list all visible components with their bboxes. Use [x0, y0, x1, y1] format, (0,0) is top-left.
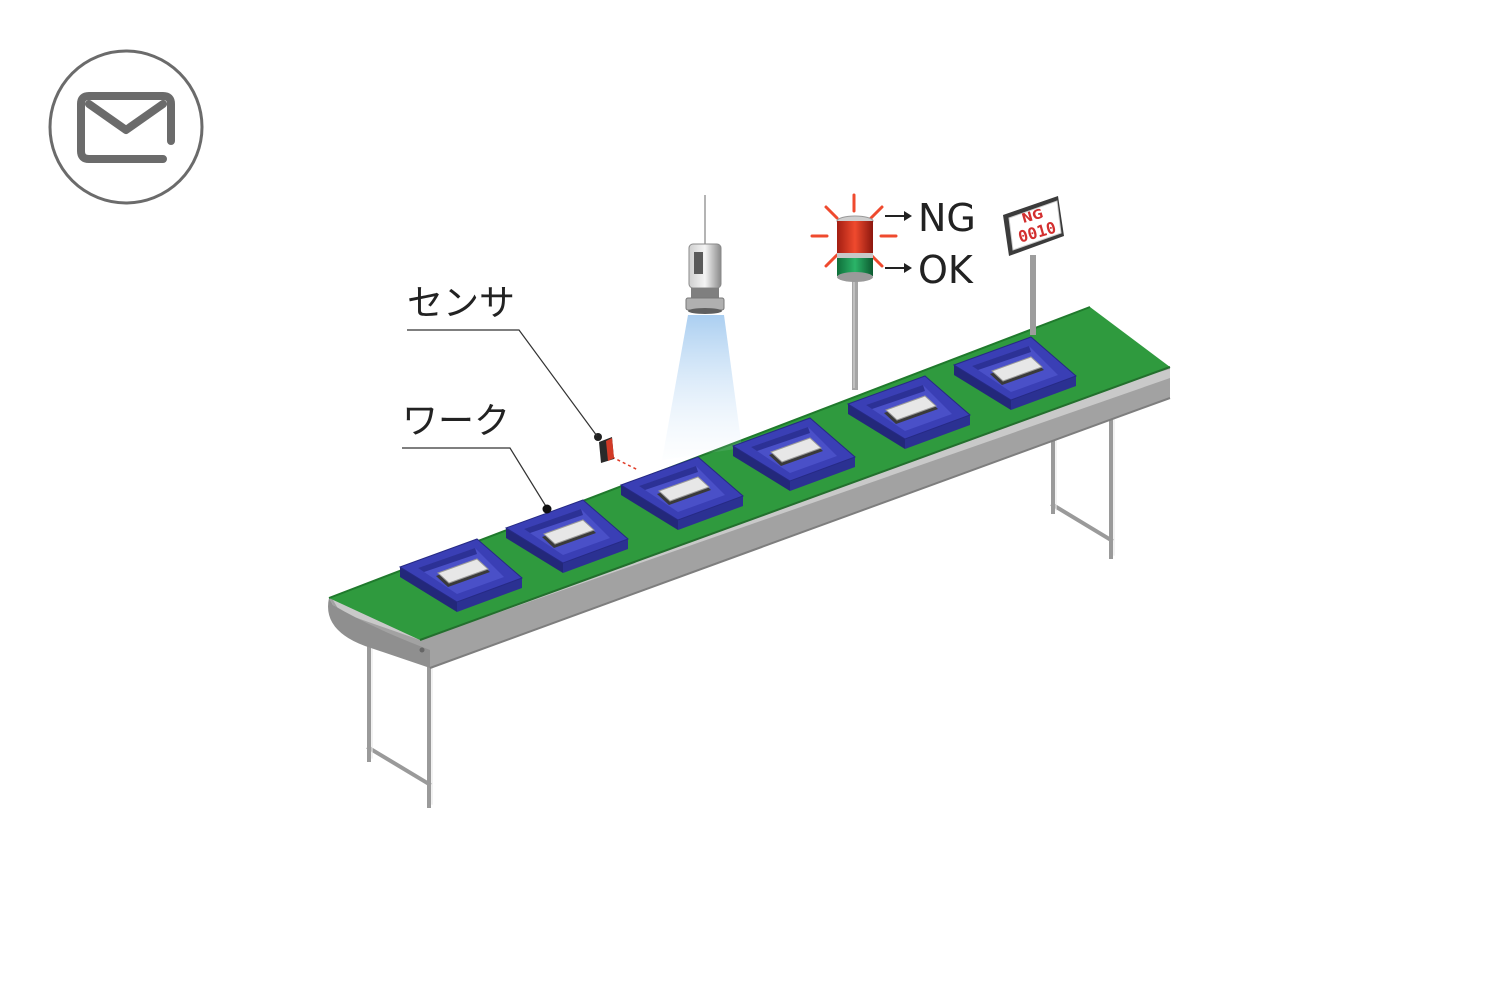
vision-camera: [685, 195, 725, 314]
svg-text:OK: OK: [918, 248, 974, 292]
conveyor-legs: [366, 413, 1115, 808]
work-tray: [731, 417, 856, 491]
red-lamp: [837, 221, 873, 253]
work-tray: [846, 375, 971, 449]
alert-rays: [810, 193, 898, 268]
work-trays: [398, 336, 1077, 612]
work-tray: [398, 538, 523, 612]
work-tray: [504, 499, 629, 573]
ok-output-label: OK: [885, 248, 974, 292]
sensor-label: センサ: [407, 283, 515, 324]
work-label: ワーク: [402, 401, 510, 442]
photo-sensor: [594, 433, 639, 471]
mail-icon: [48, 49, 204, 205]
leader-lines: [402, 329, 598, 514]
stack-light: [810, 193, 898, 390]
work-tray: [952, 336, 1077, 410]
display-status-text: NG: [1020, 207, 1045, 227]
ng-output-label: NG: [885, 196, 976, 240]
work-tray: [619, 456, 744, 530]
camera-light-beam: [662, 315, 742, 460]
green-lamp: [837, 258, 873, 276]
counter-display: NG 0010: [1003, 196, 1064, 335]
svg-text:NG: NG: [918, 196, 976, 240]
